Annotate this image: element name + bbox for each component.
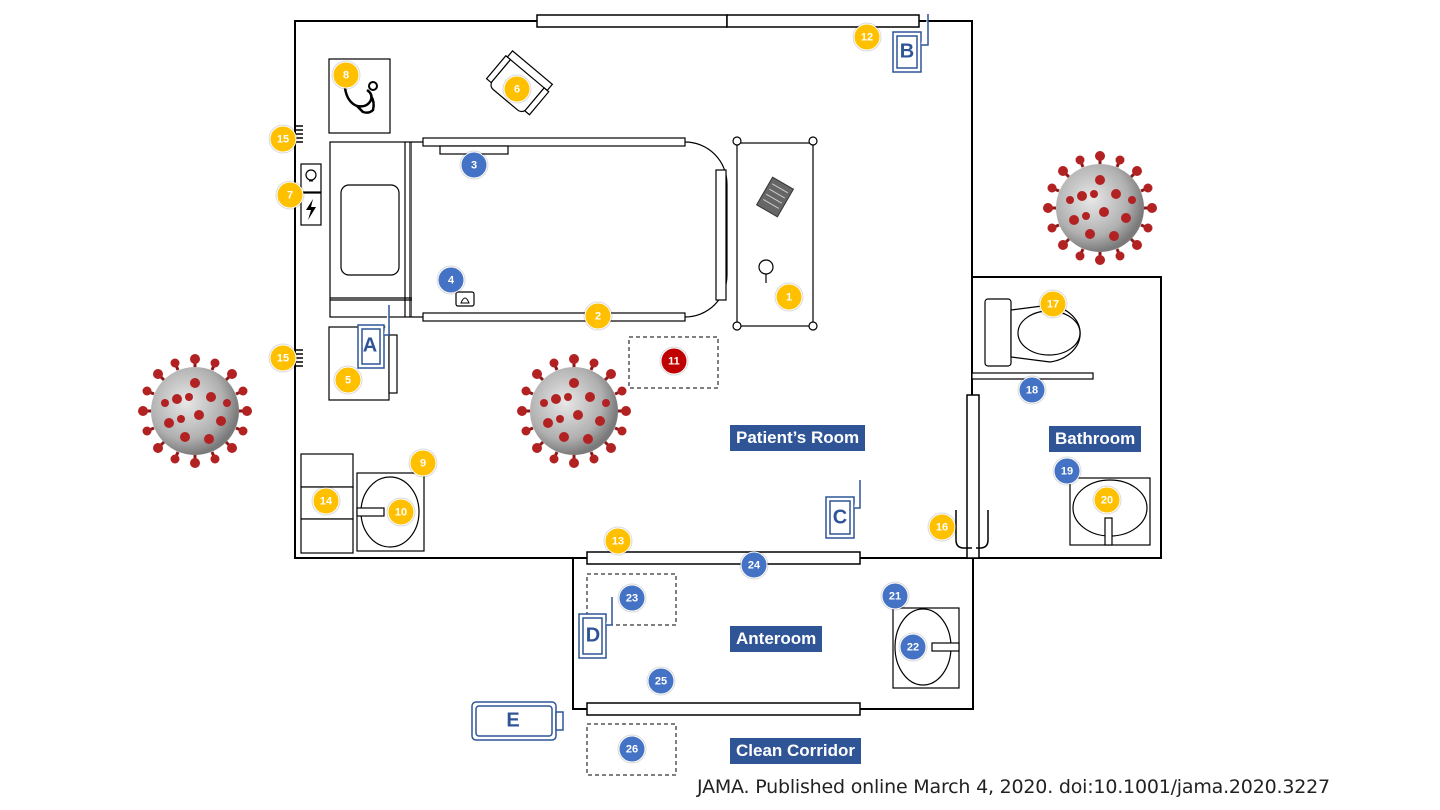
dispenser-label-d: D [585,624,601,647]
floor-zone-26 [586,723,677,776]
dispenser-label-e: E [506,709,520,732]
marker-1: 1 [775,283,803,311]
marker-3: 3 [460,151,488,179]
sanitizer-dispenser-b [892,14,929,73]
drawer-cabinet [300,453,354,554]
dispenser-label-c: C [832,506,848,529]
air-vent [295,349,303,367]
patient-room-door[interactable] [586,551,861,565]
marker-10: 10 [387,498,415,526]
toilet [984,298,1081,367]
floor-zone-23 [586,573,677,626]
marker-26: 26 [618,735,646,763]
room-label-clean-corridor: Clean Corridor [730,738,862,764]
marker-16: 16 [928,513,956,541]
citation: JAMA. Published online March 4, 2020. do… [697,776,1330,798]
marker-6: 6 [503,75,531,103]
book-icon [755,176,795,218]
marker-14: 14 [312,487,340,515]
marker-7: 7 [276,181,304,209]
sanitizer-dispenser-e [471,701,564,741]
nurse-call-button [455,291,475,307]
sanitizer-dispenser-a [357,305,390,369]
light-switch-icon [300,163,322,193]
marker-22: 22 [899,633,927,661]
room-label-patients-room: Patient’s Room [730,425,866,451]
marker-13: 13 [604,527,632,555]
marker-2: 2 [584,302,612,330]
coronavirus-icon [1041,149,1159,267]
stethoscope-icon [343,81,378,114]
room-label-anteroom: Anteroom [730,626,823,652]
marker-24: 24 [740,551,768,579]
dispenser-label-b: B [899,40,915,63]
marker-21: 21 [881,582,909,610]
coronavirus-icon [136,352,254,470]
marker-4: 4 [437,266,465,294]
power-outlet-icon [300,192,322,226]
marker-11: 11 [660,347,688,375]
bathroom-door-handle [955,510,989,549]
marker-17: 17 [1039,290,1067,318]
hospital-bed [329,137,728,322]
bathroom-door[interactable] [966,394,980,559]
marker-25: 25 [647,667,675,695]
sanitizer-dispenser-d [578,597,613,659]
marker-5: 5 [334,366,362,394]
marker-23: 23 [618,584,646,612]
marker-12: 12 [853,23,881,51]
marker-15: 15 [269,125,297,153]
sanitizer-dispenser-c [825,480,861,539]
marker-8: 8 [332,61,360,89]
magnifier-icon [758,259,774,283]
room-label-bathroom: Bathroom [1049,426,1142,452]
coronavirus-icon [515,352,633,470]
bedside-table [732,136,818,331]
marker-19: 19 [1053,457,1081,485]
anteroom-door[interactable] [586,702,861,716]
marker-15: 15 [269,344,297,372]
floor-zone-11 [628,336,719,389]
bathroom-sink [1069,477,1151,546]
marker-18: 18 [1018,376,1046,404]
dispenser-label-a: A [362,334,378,357]
marker-9: 9 [409,449,437,477]
marker-20: 20 [1093,486,1121,514]
